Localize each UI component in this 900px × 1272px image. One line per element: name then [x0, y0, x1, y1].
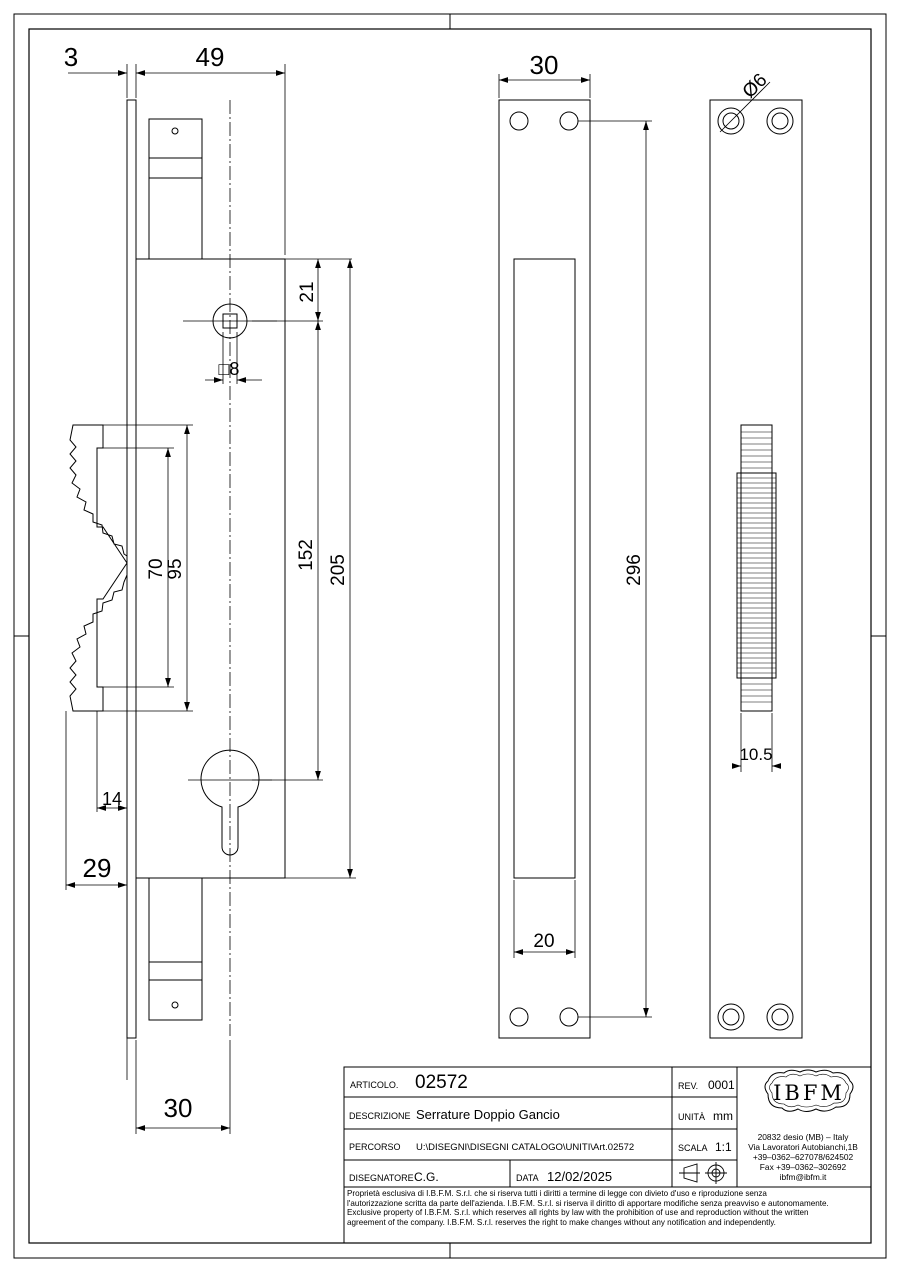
dim-hook-spacing-outer: 95	[165, 558, 186, 579]
company-fax: Fax +39–0362–302692	[760, 1162, 847, 1172]
hook-bolt	[69, 424, 128, 712]
front-hole-br	[766, 1003, 794, 1031]
articolo-label: ARTICOLO.	[350, 1080, 398, 1090]
company-address-line2: Via Lavoratori Autobianchi,1B	[748, 1142, 858, 1152]
keeper-plate	[498, 99, 591, 1039]
dim-keeper-width: 30	[530, 50, 559, 80]
articolo-value: 02572	[415, 1072, 468, 1093]
rev-value: 0001	[708, 1078, 735, 1092]
front-dimension-labels: Ø6 10.5	[739, 70, 773, 764]
company-info: 20832 desio (MB) – Italy Via Lavoratori …	[748, 1132, 858, 1182]
dim-follower-to-cylinder: 152	[296, 539, 317, 571]
notes-line-3: Exclusive property of I.B.F.M. S.r.l. wh…	[347, 1208, 809, 1218]
lock-dimension-labels: 3 49 21 □8 70 95 152 205 14 29 30	[64, 42, 349, 1123]
dim-case-depth: 49	[196, 42, 225, 72]
dim-keeper-height: 296	[624, 554, 645, 586]
company-email: ibfm@ibfm.it	[780, 1172, 827, 1182]
front-hole-tl	[717, 107, 745, 135]
keeper-dimensions	[498, 74, 652, 1018]
cylinder-hole	[200, 749, 260, 856]
logo-text: IBFM	[773, 1081, 845, 1105]
unita-label: UNITÀ	[678, 1112, 705, 1122]
rev-label: REV.	[678, 1081, 698, 1091]
notes-line-1: Proprietà esclusiva di I.B.F.M. S.r.l. c…	[347, 1189, 767, 1198]
data-label: DATA	[516, 1173, 539, 1183]
front-dimensions	[719, 81, 781, 772]
keeper-slot	[513, 258, 576, 879]
dim-faceplate-width: 30	[164, 1093, 193, 1123]
dim-hook-spacing-inner: 70	[146, 558, 167, 579]
dim-follower-offset: 21	[297, 281, 318, 302]
front-hole-tr	[766, 107, 794, 135]
lock-centerlines	[183, 100, 277, 1036]
scala-value: 1:1	[715, 1140, 732, 1154]
dim-hook-offset: 14	[102, 789, 122, 809]
keeper-hole-tr	[559, 111, 579, 131]
title-block-text: ARTICOLO. 02572 REV. 0001 DESCRIZIONE Se…	[349, 1072, 735, 1184]
lock-body-view	[69, 99, 286, 1039]
percorso-value: U:\DISEGNI\DISEGNI CATALOGO\UNITI\Art.02…	[416, 1142, 634, 1153]
front-plate	[709, 99, 803, 1039]
keeper-hole-br	[559, 1007, 579, 1027]
dim-hole-diameter: Ø6	[739, 70, 772, 103]
projection-symbol-icon	[679, 1162, 727, 1184]
descrizione-label: DESCRIZIONE	[349, 1111, 411, 1121]
dim-spindle-square: □8	[219, 359, 240, 379]
dim-plate-thickness: 3	[64, 42, 78, 72]
front-hook-hatching	[737, 431, 776, 703]
faceplate	[126, 99, 137, 1039]
company-address-line1: 20832 desio (MB) – Italy	[758, 1132, 850, 1142]
title-block	[343, 1066, 872, 1244]
keeper-hole-tl	[509, 111, 529, 131]
dim-keeper-slot-width: 20	[533, 931, 554, 952]
scala-label: SCALA	[678, 1143, 708, 1153]
company-logo: IBFM	[764, 1069, 854, 1112]
lock-case	[135, 258, 286, 879]
dim-hook-width: 10.5	[739, 745, 772, 764]
data-value: 12/02/2025	[547, 1169, 612, 1184]
dim-case-height: 205	[328, 554, 349, 586]
notes-line-2: l'autorizzazione scritta da parte dell'a…	[347, 1198, 829, 1208]
upper-bolt-housing	[148, 118, 203, 260]
keeper-hole-bl	[509, 1007, 529, 1027]
front-view	[709, 99, 803, 1039]
notes-line-4: agreement of the company. I.B.F.M. S.r.l…	[347, 1217, 776, 1227]
disegnatore-value: C.G.	[414, 1170, 439, 1184]
descrizione-value: Serrature Doppio Gancio	[416, 1107, 560, 1122]
lower-bolt-housing	[148, 877, 203, 1021]
dim-hook-projection: 29	[83, 853, 112, 883]
keeper-dimension-labels: 30 296 20	[530, 50, 645, 952]
disegnatore-label: DISEGNATORE	[349, 1173, 414, 1183]
company-phone: +39–0362–627078/624502	[753, 1152, 854, 1162]
legal-notes: Proprietà esclusiva di I.B.F.M. S.r.l. c…	[347, 1189, 869, 1235]
percorso-label: PERCORSO	[349, 1142, 401, 1152]
front-hole-bl	[717, 1003, 745, 1031]
unita-value: mm	[713, 1109, 733, 1123]
lock-dimensions	[65, 64, 356, 1134]
keeper-view	[498, 99, 591, 1039]
